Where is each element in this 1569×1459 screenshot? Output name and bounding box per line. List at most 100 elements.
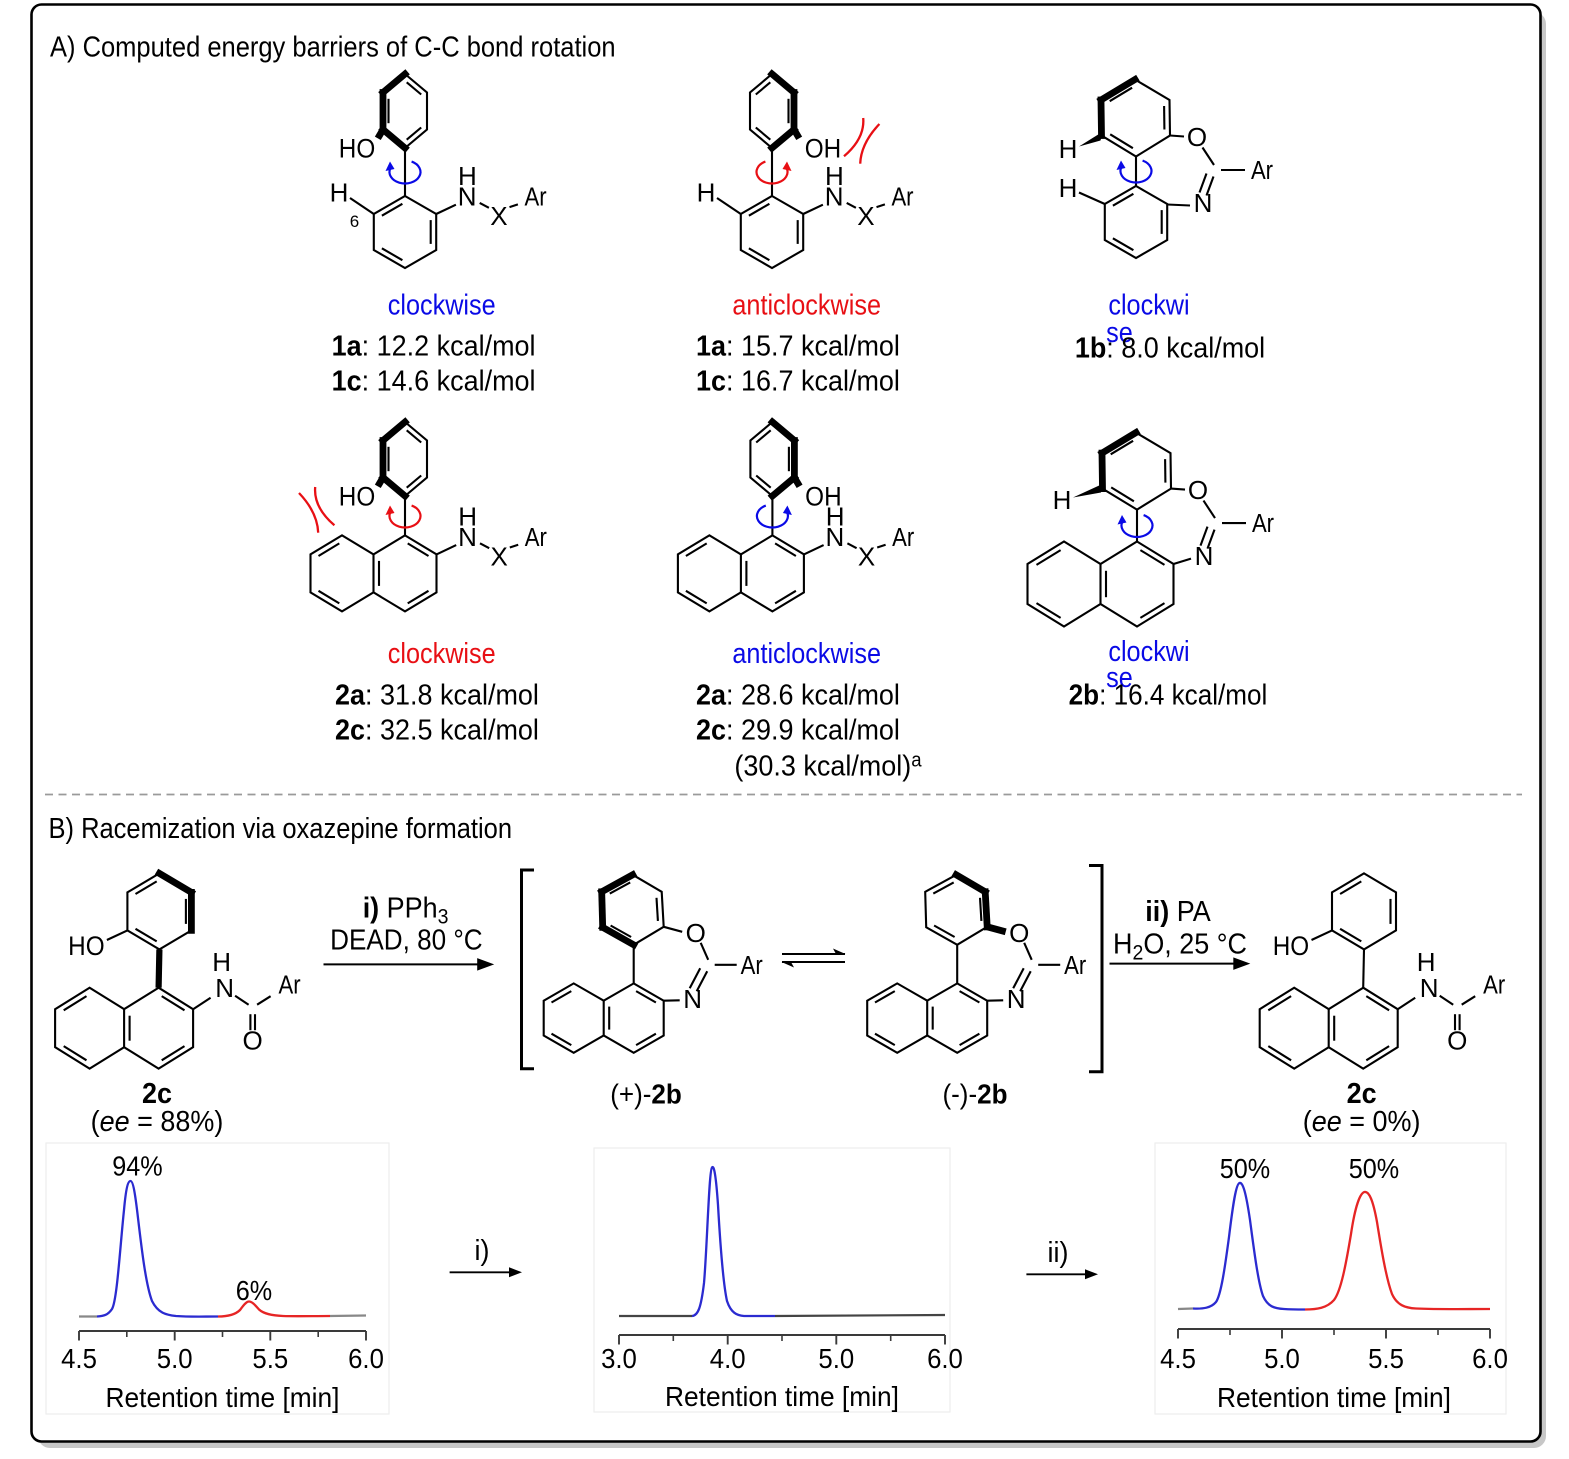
svg-text:Retention time [min]: Retention time [min] [106,1381,340,1413]
svg-text:6%: 6% [236,1275,272,1307]
svg-text:H: H [212,947,231,977]
svg-text:H: H [826,501,845,531]
svg-text:X: X [491,542,508,572]
svg-text:O: O [1447,1026,1467,1056]
svg-text:B) Racemization via oxazepine: B) Racemization via oxazepine formation [49,811,513,844]
svg-text:Ar: Ar [1251,156,1273,185]
svg-text:5.5: 5.5 [1368,1343,1404,1374]
svg-text:Ar: Ar [1064,951,1086,980]
svg-text:1a: 15.7 kcal/mol: 1a: 15.7 kcal/mol [696,330,900,362]
svg-text:(+)-2b: (+)-2b [610,1079,682,1110]
svg-text:H: H [330,177,349,207]
svg-text:OH: OH [805,482,841,511]
svg-text:(-)-2b: (-)-2b [942,1079,1007,1110]
svg-text:(ee = 88%): (ee = 88%) [91,1105,224,1137]
svg-text:H: H [1059,134,1078,164]
svg-text:1b: 8.0 kcal/mol: 1b: 8.0 kcal/mol [1075,332,1265,364]
svg-text:Ar: Ar [279,971,301,1000]
svg-text:Retention time [min]: Retention time [min] [665,1380,899,1412]
svg-text:N: N [826,522,845,552]
svg-text:clockwi: clockwi [1108,634,1189,667]
svg-text:H: H [825,161,844,191]
svg-text:1c: 16.7 kcal/mol: 1c: 16.7 kcal/mol [696,364,900,396]
svg-text:4.0: 4.0 [710,1343,746,1374]
svg-text:ii) PA: ii) PA [1145,895,1211,927]
svg-text:5.5: 5.5 [252,1343,288,1374]
svg-text:H: H [1053,485,1072,515]
svg-text:Ar: Ar [525,523,547,552]
svg-text:HO: HO [68,932,104,961]
svg-text:clockwi: clockwi [1108,288,1189,321]
svg-text:Ar: Ar [892,523,914,552]
svg-text:H: H [1417,947,1436,977]
svg-text:N: N [1007,984,1026,1014]
svg-text:50%: 50% [1349,1153,1399,1185]
svg-text:Ar: Ar [1483,971,1505,1000]
svg-text:2b: 16.4 kcal/mol: 2b: 16.4 kcal/mol [1069,678,1268,711]
svg-text:N: N [1194,188,1213,218]
svg-text:2c: 32.5 kcal/mol: 2c: 32.5 kcal/mol [335,714,539,746]
svg-text:6.0: 6.0 [1472,1343,1508,1374]
svg-text:6.0: 6.0 [348,1343,384,1374]
svg-text:5.0: 5.0 [157,1343,193,1374]
svg-text:4.5: 4.5 [1160,1343,1196,1374]
svg-text:DEAD, 80 °C: DEAD, 80 °C [330,923,483,956]
svg-text:HO: HO [339,482,375,511]
svg-text:Ar: Ar [1252,509,1274,538]
svg-text:HO: HO [339,134,375,163]
svg-text:i): i) [475,1234,490,1266]
svg-text:H: H [697,177,716,207]
svg-text:N: N [458,522,477,552]
svg-text:2a: 31.8 kcal/mol: 2a: 31.8 kcal/mol [335,679,539,711]
svg-text:HO: HO [1273,932,1309,961]
svg-text:N: N [825,182,844,212]
svg-text:5.0: 5.0 [818,1343,854,1374]
svg-text:Ar: Ar [741,951,763,980]
svg-text:H2O, 25 °C: H2O, 25 °C [1113,928,1247,965]
svg-text:O: O [1188,475,1208,505]
svg-text:1a: 12.2 kcal/mol: 1a: 12.2 kcal/mol [332,330,536,362]
svg-text:3.0: 3.0 [601,1343,637,1374]
svg-text:N: N [1420,973,1439,1003]
svg-text:N: N [683,984,702,1014]
svg-text:4.5: 4.5 [61,1343,97,1374]
svg-text:2c: 2c [1347,1077,1377,1109]
svg-text:anticlockwise: anticlockwise [732,636,881,669]
svg-text:6: 6 [350,212,359,231]
svg-text:Ar: Ar [524,183,546,212]
svg-text:clockwise: clockwise [388,288,496,321]
svg-text:50%: 50% [1220,1153,1270,1185]
svg-text:A) Computed energy barriers of: A) Computed energy barriers of C-C bond … [50,30,616,63]
svg-text:X: X [857,201,874,231]
svg-text:O: O [1187,122,1207,152]
svg-text:se: se [1106,315,1133,348]
svg-text:(ee = 0%): (ee = 0%) [1303,1105,1421,1137]
svg-text:O: O [686,918,706,948]
svg-text:OH: OH [805,134,841,163]
svg-text:H: H [1059,173,1078,203]
svg-text:2c: 29.9 kcal/mol: 2c: 29.9 kcal/mol [696,714,900,746]
svg-text:1c: 14.6 kcal/mol: 1c: 14.6 kcal/mol [332,364,536,396]
svg-text:2c: 2c [142,1077,172,1109]
svg-text:5.0: 5.0 [1264,1343,1300,1374]
svg-text:N: N [458,182,477,212]
svg-text:se: se [1106,660,1133,693]
svg-text:H: H [458,161,477,191]
svg-text:6.0: 6.0 [927,1343,963,1374]
svg-text:(30.3 kcal/mol)a: (30.3 kcal/mol)a [734,750,921,782]
svg-text:2a: 28.6 kcal/mol: 2a: 28.6 kcal/mol [696,679,900,711]
svg-text:ii): ii) [1048,1236,1069,1268]
svg-text:O: O [1009,918,1029,948]
svg-text:N: N [215,973,234,1003]
svg-text:N: N [1195,541,1214,571]
svg-text:Retention time [min]: Retention time [min] [1217,1381,1451,1413]
svg-text:H: H [458,501,477,531]
svg-text:Ar: Ar [891,183,913,212]
svg-text:i) PPh3: i) PPh3 [363,891,449,928]
svg-text:anticlockwise: anticlockwise [732,288,881,321]
svg-text:X: X [490,201,507,231]
svg-text:X: X [858,542,875,572]
svg-text:clockwise: clockwise [388,636,496,669]
svg-text:94%: 94% [112,1150,162,1182]
svg-text:O: O [242,1026,262,1056]
